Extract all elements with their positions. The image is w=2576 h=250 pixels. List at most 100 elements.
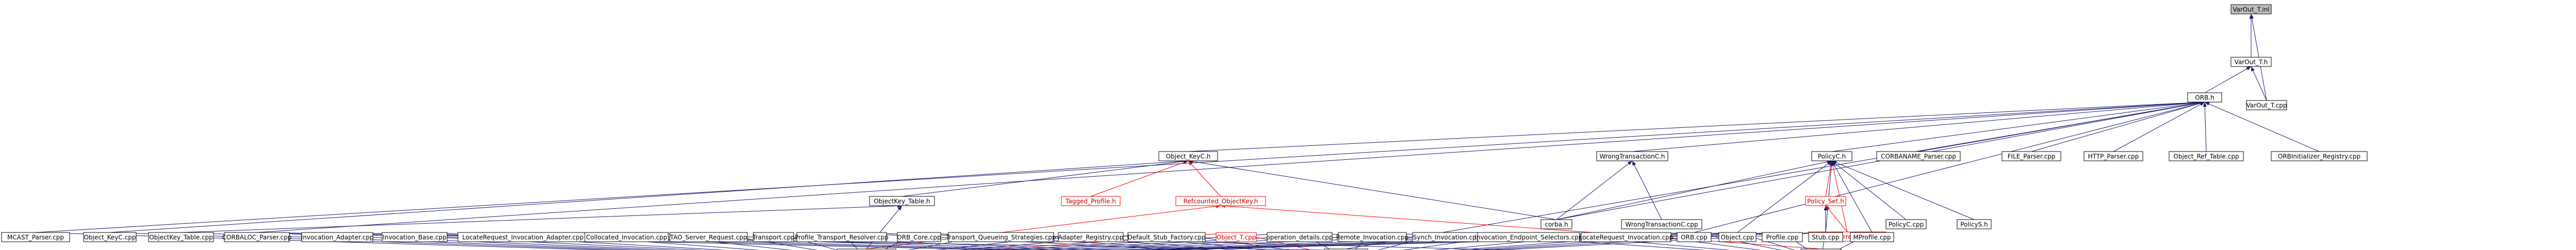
node-box [1324,248,1368,250]
node-box [1,232,70,242]
node-stub-cpp[interactable]: Stub.cpp [1808,232,1843,242]
node-transport-cpp[interactable]: Transport.cpp [752,232,795,242]
node-object-ref-table-cpp[interactable]: Object_Ref_Table.cpp [2169,151,2244,161]
arrowhead-icon [1832,161,1836,166]
node-orb-core-h[interactable]: ORB_Core.h [836,248,896,250]
node-tagged-profile-h[interactable]: Tagged_Profile.h [1061,196,1121,206]
edge-object_cpp-to-stub_h [1467,232,1738,250]
edge-http_parser_cpp-to-orb_h [2113,102,2205,152]
node-corbaname-parser-cpp[interactable]: CORBANAME_Parser.cpp [1876,151,1961,161]
node-object-keyc-h[interactable]: Object_KeyC.h [1158,151,1218,161]
node-profile-cpp[interactable]: Profile.cpp [1762,232,1803,242]
node-label: Invocation_Adapter.cpp [301,234,374,241]
node-box [1621,219,1702,229]
node-policys-h[interactable]: PolicyS.h [1957,219,1992,229]
node-varout-t-h[interactable]: VarOut_T.h [2230,57,2272,67]
edge-line [1090,162,1184,197]
node-policy-set-h[interactable]: Policy_Set.h [1805,196,1846,206]
node-label: PolicyC.h [1818,153,1846,160]
node-objectkey-table-cpp[interactable]: ObjectKey_Table.cpp [148,232,214,242]
node-box [584,232,669,242]
node-label: Object_Ref_Table.cpp [2173,153,2239,160]
node-tao-server-request-cpp[interactable]: TAO_Server_Request.cpp [669,232,748,242]
edge-line [1556,103,2201,220]
edge-line [2113,104,2201,152]
edge-objectkey_table_cpp-to-orb_core_h [181,232,654,250]
node-orbinitializer-registry-cpp[interactable]: ORBInitializer_Registry.cpp [2271,151,2368,161]
node-box [2271,151,2368,161]
arrowhead-icon [1829,161,1833,166]
node-label: ObjectKey_Table.h [874,198,930,205]
node-orb-h[interactable]: ORB.h [2187,92,2222,103]
node-varout-t-cpp[interactable]: VarOut_T.cpp [2246,100,2287,110]
node-profile-h[interactable]: Profile.h [1800,248,1842,250]
edge-line [1836,162,1975,220]
node-mcast-parser-cpp[interactable]: MCAST_Parser.cpp [1,232,70,242]
edge-corba_h-to-wrongtransactionc_h [1556,161,1632,220]
node-wrongtransactionc-h[interactable]: WrongTransactionC.h [1596,151,1668,161]
edge-line [1433,232,1627,250]
node-objectkey-table-h[interactable]: ObjectKey_Table.h [869,196,935,206]
node-label: CORBALOC_Parser.cpp [222,234,292,241]
node-corbaloc-parser-cpp[interactable]: CORBALOC_Parser.cpp [222,232,292,242]
node-label: Invocation_Endpoint_Selectors.cpp [1474,234,1582,241]
node-orb-core-cpp[interactable]: ORB_Core.cpp [897,232,941,242]
node-mprofile-cpp[interactable]: MProfile.cpp [1850,232,1894,242]
arrowhead-icon [1627,161,1632,165]
edges-layer [35,14,2320,250]
node-label: ObjectKey_Table.cpp [149,234,213,241]
node-collocated-invocation-cpp[interactable]: Collocated_Invocation.cpp [584,232,669,242]
node-wrongtransactionc-cpp[interactable]: WrongTransactionC.cpp [1621,219,1702,229]
node-box [1596,151,1668,161]
node-orb-cpp[interactable]: ORB.cpp [1677,232,1712,242]
edge-line [1828,209,1848,232]
edge-line [1694,103,2201,233]
node-stub-h[interactable]: Stub.h [1324,248,1368,250]
node-invocation-endpoint-selectors-cpp[interactable]: Invocation_Endpoint_Selectors.cpp [1474,232,1583,242]
node-box [1061,196,1121,206]
node-label: Synch_Invocation.cpp [1413,234,1481,241]
node-profile-transport-resolver-cpp[interactable]: Profile_Transport_Resolver.cpp [795,232,889,242]
node-locaterequest-invocation-adapter-cpp[interactable]: LocateRequest_Invocation_Adapter.cpp [457,232,588,242]
node-object-cpp[interactable]: Object.cpp [1718,232,1757,242]
node-label: operation_details.cpp [1266,234,1333,241]
node-transport-queueing-strategies-cpp[interactable]: Transport_Queueing_Strategies.cpp [945,232,1056,242]
edge-corba_h-to-policyc_h [1556,160,1832,220]
node-operation-details-cpp[interactable]: operation_details.cpp [1266,232,1333,242]
node-synch-invocation-cpp[interactable]: Synch_Invocation.cpp [1412,232,1481,242]
node-file-parser-cpp[interactable]: FILE_Parser.cpp [2001,151,2061,161]
node-object-t-cpp[interactable]: Object_T.cpp [1216,232,1257,242]
node-invocation-adapter-cpp[interactable]: Invocation_Adapter.cpp [301,232,374,242]
node-invocation-base-cpp[interactable]: Invocation_Base.cpp [382,232,448,242]
node-refcounted-objectkey-h[interactable]: Refcounted_ObjectKey.h [1175,196,1266,206]
node-remote-invocation-cpp[interactable]: Remote_Invocation.cpp [1336,232,1408,242]
node-policyc-h[interactable]: PolicyC.h [1811,151,1852,161]
node-label: PolicyS.h [1960,221,1988,228]
node-box [2246,100,2287,110]
node-box [796,232,887,242]
node-box [1058,232,1124,242]
node-policyc-cpp[interactable]: PolicyC.cpp [1885,219,1927,229]
node-corba-h[interactable]: corba.h [1540,219,1572,229]
edge-policys_h-to-policyc_h [1832,161,1975,220]
node-box [1216,232,1257,242]
node-box [669,232,748,242]
node-locaterequest-invocation-cpp[interactable]: LocateRequest_Invocation.cpp [1579,232,1673,242]
node-label: HTTP_Parser.cpp [2088,153,2139,160]
node-http-parser-cpp[interactable]: HTTP_Parser.cpp [2083,151,2143,161]
node-box [83,232,137,242]
node-box [1957,219,1992,229]
arrowhead-icon [1826,206,1830,211]
edge-line [1835,163,1907,220]
node-adapter-registry-cpp[interactable]: Adapter_Registry.cpp [1058,232,1124,242]
node-box [1876,151,1961,161]
edge-line [2204,106,2207,152]
node-default-stub-factory-cpp[interactable]: Default_Stub_Factory.cpp [1127,232,1206,242]
node-object-keyc-cpp[interactable]: Object_KeyC.cpp [83,232,137,242]
edge-line [1634,164,1662,220]
edge-line [1694,232,1782,250]
node-box [224,232,290,242]
node-label: MCAST_Parser.cpp [7,234,64,241]
node-label: WrongTransactionC.h [1599,153,1665,160]
